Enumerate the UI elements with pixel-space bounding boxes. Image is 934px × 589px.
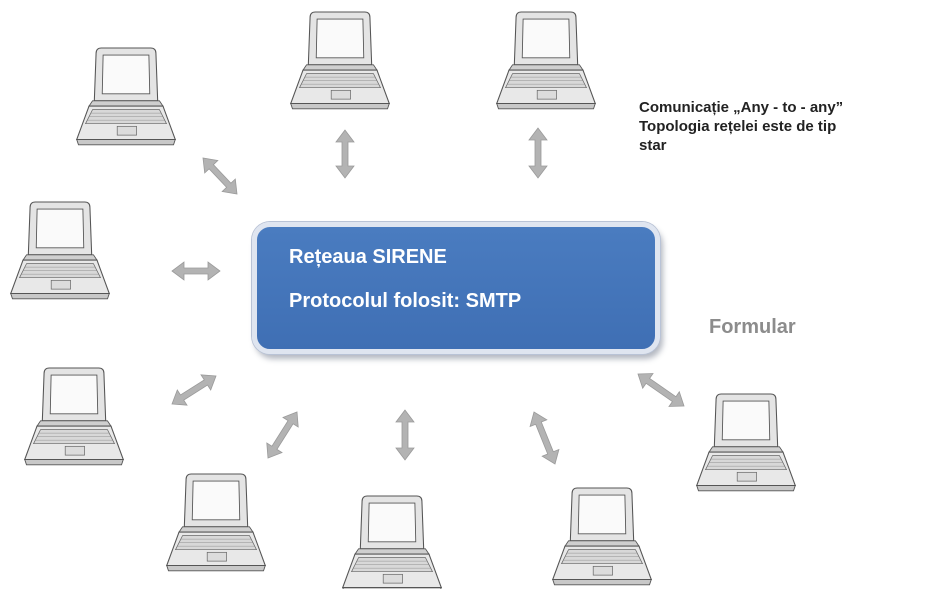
form-label: Formular: [709, 316, 796, 338]
connector-arrow-7: [395, 409, 415, 461]
laptop-bottom-left-icon: [166, 473, 266, 572]
connector-arrow-2: [335, 129, 355, 179]
laptop-bottom-center-icon: [342, 495, 442, 589]
hub-title: Rețeaua SIRENE: [289, 246, 447, 268]
hub-protocol-label: Protocolul folosit: SMTP: [289, 290, 522, 312]
laptop-bottom-right-icon: [552, 487, 652, 586]
laptop-mid-left-icon: [10, 201, 110, 300]
topology-note: Comunicație „Any - to - any” Topologia r…: [639, 98, 929, 155]
laptop-lower-left-icon: [24, 367, 124, 466]
connector-arrow-4: [171, 261, 221, 281]
laptop-top-center-icon: [290, 11, 390, 110]
laptop-top-right-icon: [496, 11, 596, 110]
connector-arrow-1: [202, 157, 238, 195]
sirene-network-hub: Rețeaua SIRENE Protocolul folosit: SMTP: [252, 222, 660, 354]
laptop-right-icon: [696, 393, 796, 492]
connector-arrow-6: [266, 411, 299, 459]
connector-arrow-8: [529, 411, 560, 465]
connector-arrow-3: [528, 127, 548, 179]
connector-arrow-5: [171, 374, 217, 406]
note-line-3: star: [639, 137, 667, 154]
laptop-top-left-icon: [76, 47, 176, 146]
note-line-2: Topologia rețelei este de tip: [639, 118, 837, 135]
note-line-1: Comunicație „Any - to - any”: [639, 99, 844, 116]
connector-arrow-9: [637, 373, 685, 407]
